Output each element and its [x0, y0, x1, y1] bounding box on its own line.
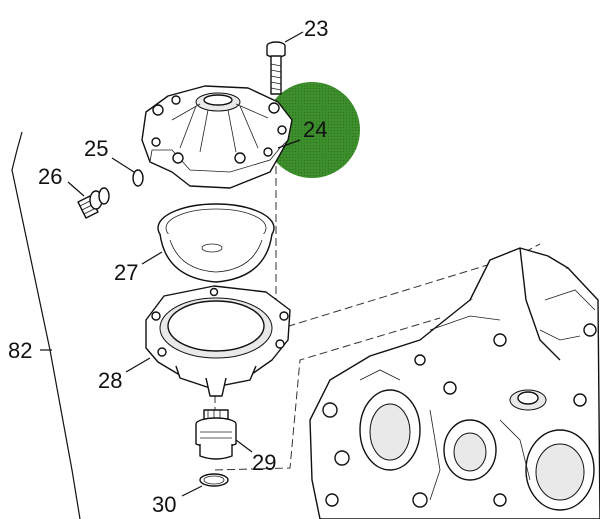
callout-26[interactable]: 26	[38, 164, 63, 189]
callout-24[interactable]: 24	[303, 117, 328, 142]
part-26-fitting[interactable]	[67, 181, 110, 219]
part-29-valve[interactable]	[195, 409, 253, 460]
callout-28[interactable]: 28	[98, 368, 123, 393]
assembly-bracket-82	[11, 131, 81, 519]
part-25-ring[interactable]	[111, 157, 144, 187]
callout-82[interactable]: 82	[8, 338, 33, 363]
callout-23[interactable]: 23	[304, 16, 329, 41]
callout-29[interactable]: 29	[252, 450, 277, 475]
callout-25[interactable]: 25	[84, 136, 109, 161]
part-24-cover[interactable]	[141, 85, 301, 189]
highlight-circle-24	[264, 82, 360, 178]
part-23-bolt[interactable]	[266, 31, 304, 95]
part-30-oring[interactable]	[181, 473, 229, 497]
part-27-diaphragm[interactable]	[141, 203, 275, 283]
part-28-housing[interactable]	[125, 285, 291, 397]
engine-crankcase	[309, 247, 600, 519]
callout-30[interactable]: 30	[152, 492, 177, 517]
callout-27[interactable]: 27	[114, 260, 139, 285]
